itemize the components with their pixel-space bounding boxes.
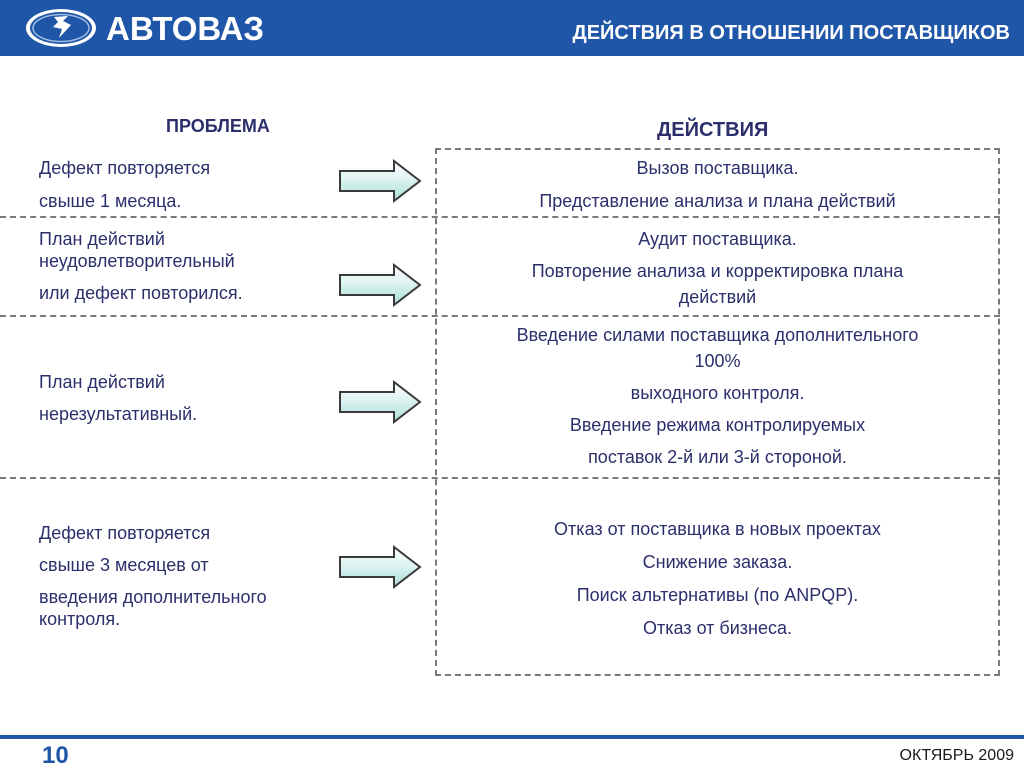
action-line: Снижение заказа. [642, 552, 793, 572]
problem-line: Дефект повторяется [39, 158, 211, 178]
action-line: Аудит поставщика. [638, 229, 797, 249]
problem-line: нерезультативный. [39, 404, 198, 424]
actions-text-2: Аудит поставщика. Повторение анализа и к… [437, 228, 998, 308]
action-line: поставок 2-й или 3-й стороной. [588, 447, 847, 467]
problem-line: План действий [39, 229, 165, 249]
problem-text-4: Дефект повторяется свыше 3 месяцев от вв… [39, 522, 267, 630]
action-line: Вызов поставщика. [636, 158, 799, 178]
problem-line: Дефект повторяется [39, 523, 211, 543]
action-line: Отказ от бизнеса. [642, 618, 793, 638]
page-title: ДЕЙСТВИЯ В ОТНОШЕНИИ ПОСТАВЩИКОВ [572, 22, 1010, 44]
page-number: 10 [42, 742, 69, 769]
problem-text-2: План действий неудовлетворительный или д… [39, 228, 243, 304]
problem-line: свыше 1 месяца. [39, 191, 182, 211]
problem-line: или дефект повторился. [39, 283, 243, 303]
row-divider [0, 216, 1000, 218]
problem-text-3: План действий нерезультативный. [39, 371, 197, 425]
action-line: Введение режима контролируемых [569, 415, 866, 435]
column-header-problem: ПРОБЛЕМА [166, 116, 270, 136]
right-arrow-icon [339, 159, 422, 203]
action-line: Поиск альтернативы (по ANPQP). [576, 585, 859, 605]
actions-box [435, 148, 1000, 676]
action-line: 100% [694, 351, 741, 371]
problem-line: введения дополнительного [39, 587, 267, 607]
brand-name: АВТОВАЗ [106, 10, 265, 47]
problem-line: контроля. [39, 609, 121, 629]
right-arrow-icon [339, 380, 422, 424]
problem-line: План действий [39, 372, 165, 392]
lada-logo [26, 9, 96, 47]
row-divider [0, 477, 1000, 479]
action-line: Введение силами поставщика дополнительно… [516, 325, 919, 345]
column-header-actions: ДЕЙСТВИЯ [657, 119, 769, 141]
right-arrow-icon [339, 263, 422, 307]
header-bar: АВТОВАЗ ДЕЙСТВИЯ В ОТНОШЕНИИ ПОСТАВЩИКОВ [0, 0, 1024, 56]
actions-text-4: Отказ от поставщика в новых проектах Сни… [437, 518, 998, 639]
footer-divider [0, 735, 1024, 739]
problem-text-1: Дефект повторяется свыше 1 месяца. [39, 156, 210, 213]
row-divider [0, 315, 1000, 317]
problem-line: неудовлетворительный [39, 251, 235, 271]
problem-line: свыше 3 месяцев от [39, 555, 209, 575]
action-line: действий [678, 287, 757, 307]
action-line: выходного контроля. [630, 383, 805, 403]
action-line: Повторение анализа и корректировка плана [531, 261, 904, 281]
action-line: Отказ от поставщика в новых проектах [554, 519, 881, 539]
action-line: Представление анализа и плана действий [539, 191, 896, 211]
actions-text-3: Введение силами поставщика дополнительно… [437, 324, 998, 468]
actions-text-1: Вызов поставщика. Представление анализа … [437, 156, 998, 213]
right-arrow-icon [339, 545, 422, 589]
footer-date: ОКТЯБРЬ 2009 [899, 747, 1014, 764]
